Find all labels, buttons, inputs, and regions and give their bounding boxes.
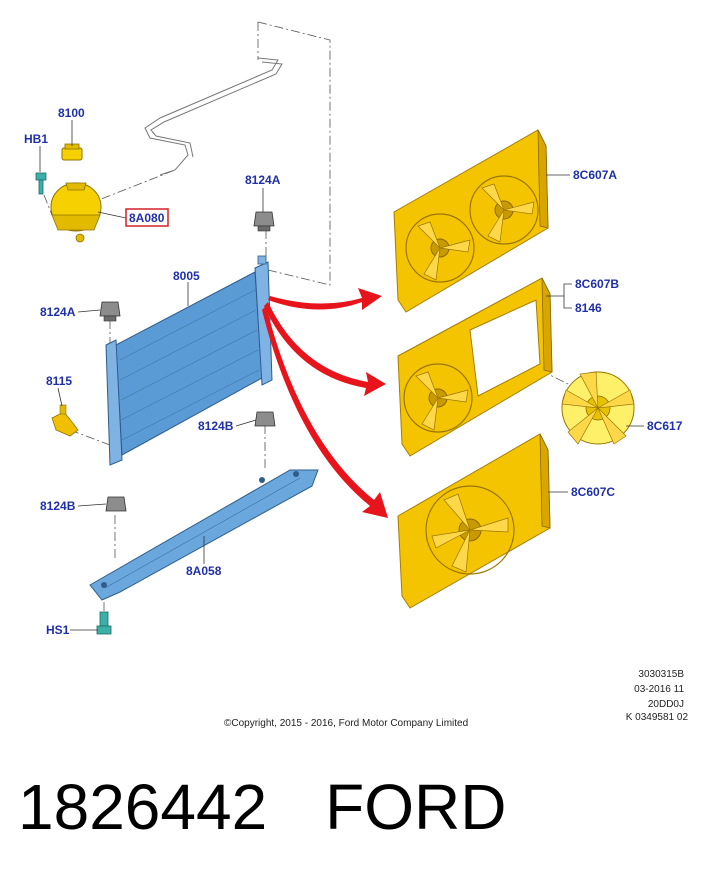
part-number: 1826442 — [18, 771, 268, 843]
fan-shroud-8C607A — [393, 129, 549, 313]
label-8a058: 8A058 — [186, 564, 222, 578]
label-8115: 8115 — [46, 374, 72, 388]
brand-name: FORD — [325, 771, 507, 843]
footer-caption: 1826442 FORD — [18, 770, 506, 844]
label-8c607b: 8C607B — [575, 277, 619, 291]
radiator-8005 — [105, 255, 273, 466]
label-8c617: 8C617 — [647, 419, 683, 433]
label-8100: 8100 — [58, 106, 85, 120]
fan-blade-8C617 — [561, 371, 635, 445]
meta-line-3: 20DD0J — [648, 699, 684, 710]
meta-line-2: 03-2016 11 — [634, 684, 684, 695]
label-8c607a: 8C607A — [573, 168, 617, 182]
label-8146: 8146 — [575, 301, 602, 315]
red-arrows — [262, 288, 388, 518]
bushing-8124b-left — [105, 496, 127, 512]
bushing-8124b-right — [254, 411, 276, 427]
label-8124b-left: 8124B — [40, 499, 76, 513]
sensor-8115 — [51, 404, 79, 437]
label-8c607c: 8C607C — [571, 485, 615, 499]
copyright-text: ©Copyright, 2015 - 2016, Ford Motor Comp… — [224, 718, 468, 729]
lower-bracket-8A058 — [89, 469, 319, 601]
fan-shroud-8C607C — [397, 433, 551, 609]
bolt-hs1 — [96, 611, 112, 635]
bushing-8124a-left — [99, 301, 121, 322]
coolant-reservoir-8A080 — [50, 182, 102, 243]
reservoir-cap-8100 — [61, 143, 83, 161]
meta-line-4: K 0349581 02 — [626, 712, 689, 723]
leader-lines — [39, 120, 644, 631]
meta-line-1: 3030315B — [638, 669, 684, 680]
label-8124a-left: 8124A — [40, 305, 76, 319]
highlight-box-8A080 — [125, 208, 169, 227]
overflow-hose — [144, 57, 279, 176]
bolt-hb1 — [35, 172, 53, 216]
label-hb1: HB1 — [24, 132, 48, 146]
label-hs1: HS1 — [46, 623, 70, 637]
label-8005: 8005 — [173, 269, 200, 283]
label-8a080: 8A080 — [129, 211, 165, 225]
parts-diagram: HB1 8100 8A080 8124A 8005 8124A 8115 812… — [24, 21, 689, 729]
label-8124a-top: 8124A — [245, 173, 281, 187]
label-8124b-right: 8124B — [198, 419, 234, 433]
fan-shroud-8C607B — [397, 277, 553, 457]
bushing-8124a-top — [253, 211, 275, 232]
